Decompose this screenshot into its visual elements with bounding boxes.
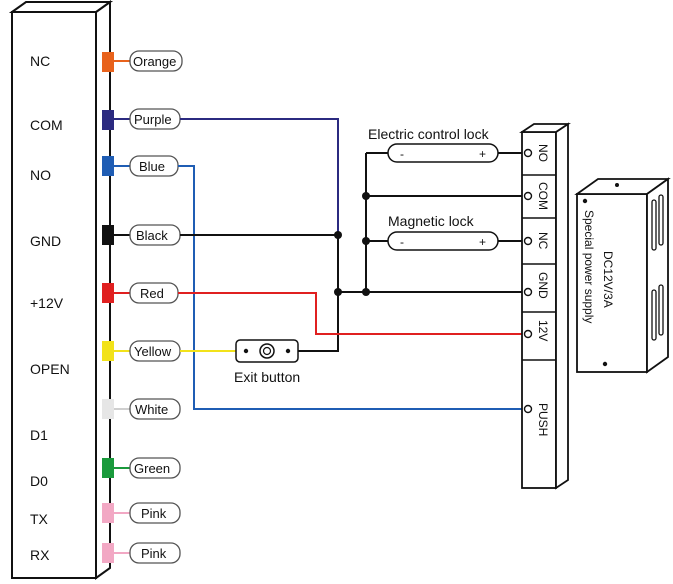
tag-orange — [129, 50, 183, 72]
magnetic-lock-minus: - — [400, 235, 404, 249]
terminal-label-12v: 12V — [536, 320, 550, 341]
exit-button-screw — [285, 348, 291, 354]
tag-yellow-text: Yellow — [134, 344, 172, 359]
terminal-screw — [523, 236, 533, 246]
wire-red — [178, 292, 528, 335]
electric-lock-body — [387, 143, 499, 163]
magnetic-lock-label: Magnetic lock — [388, 213, 475, 229]
tag-green — [129, 457, 181, 479]
swatch-orange — [102, 52, 114, 72]
pin-label-12v: +12V — [30, 295, 64, 311]
power-supply: Special power supply DC12V/3A — [574, 177, 671, 374]
tag-pink-rx-text: Pink — [141, 546, 167, 561]
swatch-purple — [102, 110, 114, 130]
terminal-screw — [523, 329, 533, 339]
swatch-white — [102, 399, 114, 419]
tag-pink-tx-text: Pink — [141, 506, 167, 521]
exit-button-label: Exit button — [234, 369, 300, 385]
tag-pink-tx — [129, 502, 181, 524]
pin-label-d1: D1 — [30, 427, 48, 443]
terminal-screw — [523, 287, 533, 297]
electric-control-lock: Electric control lock - + — [368, 126, 499, 163]
psu-vent — [658, 284, 664, 336]
terminal-screw — [523, 404, 533, 414]
pin-label-tx: TX — [30, 511, 49, 527]
exit-button: Exit button — [234, 339, 300, 385]
reader-body — [11, 11, 97, 579]
psu-side — [646, 177, 669, 374]
wire-tags: Orange Purple Blue Black Red Yellow Whit… — [102, 50, 183, 564]
terminal-screw — [523, 191, 533, 201]
pin-label-com: COM — [30, 117, 63, 133]
reader-top — [8, 0, 114, 13]
terminal-block-face — [521, 131, 557, 489]
terminal-label-gnd: GND — [536, 272, 550, 299]
tag-green-text: Green — [134, 461, 170, 476]
magnetic-lock-plus: + — [479, 235, 486, 249]
psu-screw — [582, 198, 588, 204]
terminal-label-push: PUSH — [536, 403, 550, 436]
terminal-block-top — [519, 123, 571, 133]
tag-white — [129, 398, 181, 420]
wire-blue — [178, 165, 528, 410]
wire-purple — [180, 118, 339, 233]
swatch-pink-rx — [102, 543, 114, 563]
psu-rating: DC12V/3A — [601, 251, 615, 308]
terminal-screw — [523, 148, 533, 158]
terminal-block-side — [555, 122, 569, 490]
swatch-yellow — [102, 341, 114, 361]
tag-black-text: Black — [136, 228, 168, 243]
psu-vent — [651, 199, 657, 251]
swatch-red — [102, 283, 114, 303]
tag-red-text: Red — [140, 286, 164, 301]
pin-label-no: NO — [30, 167, 51, 183]
tag-pink-rx — [129, 542, 181, 564]
tag-blue-text: Blue — [139, 159, 165, 174]
pin-label-gnd: GND — [30, 233, 61, 249]
pin-label-d0: D0 — [30, 473, 48, 489]
card-reader: NC COM NO GND +12V OPEN D1 D0 TX RX — [8, 0, 114, 580]
tag-white-text: White — [135, 402, 168, 417]
exit-button-screw — [243, 348, 249, 354]
pin-label-open: OPEN — [30, 361, 70, 377]
psu-vent — [651, 289, 657, 341]
junction-dot — [334, 231, 342, 239]
junction-dot — [362, 237, 370, 245]
electric-lock-minus: - — [400, 147, 404, 161]
swatch-blue — [102, 156, 114, 176]
junctions — [334, 192, 370, 296]
wire-exit-return — [298, 292, 339, 352]
tag-purple-text: Purple — [134, 112, 172, 127]
swatch-black — [102, 225, 114, 245]
pin-label-rx: RX — [30, 547, 50, 563]
junction-dot — [362, 192, 370, 200]
psu-screw — [615, 183, 619, 187]
swatch-pink-tx — [102, 503, 114, 523]
terminal-label-no: NO — [536, 144, 550, 162]
psu-label: Special power supply — [582, 210, 596, 323]
psu-vent — [658, 194, 664, 246]
electric-lock-label: Electric control lock — [368, 126, 490, 142]
electric-lock-plus: + — [479, 147, 486, 161]
magnetic-lock-body — [387, 231, 499, 251]
junction-dot — [334, 288, 342, 296]
terminal-block: NO COM NC GND 12V PUSH — [519, 122, 571, 490]
tag-orange-text: Orange — [133, 54, 176, 69]
magnetic-lock: Magnetic lock - + — [387, 213, 499, 251]
exit-button-knob-inner — [262, 346, 272, 356]
junction-dot — [362, 288, 370, 296]
psu-screw — [602, 361, 608, 367]
swatch-green — [102, 458, 114, 478]
terminal-label-com: COM — [536, 182, 550, 210]
terminal-label-nc: NC — [536, 232, 550, 250]
pin-label-nc: NC — [30, 53, 50, 69]
